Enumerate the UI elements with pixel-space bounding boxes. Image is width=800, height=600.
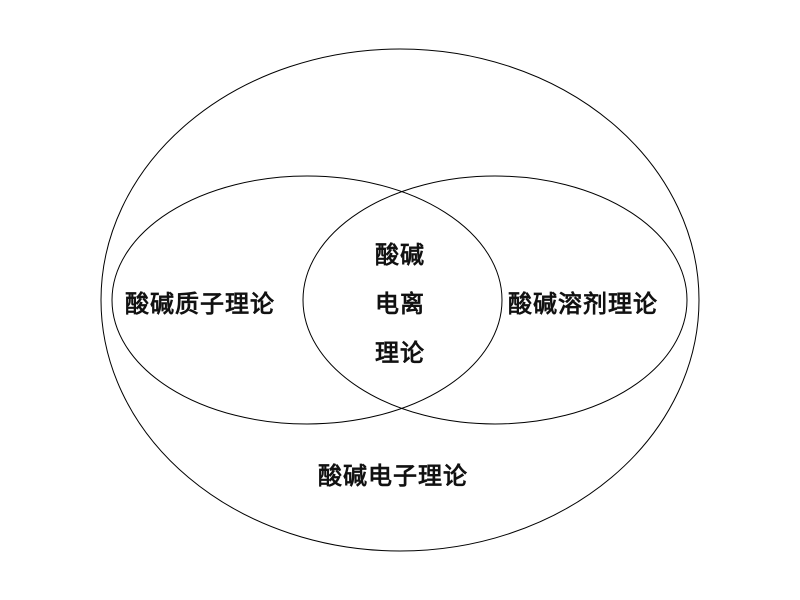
intersection-label-line-2: 电离: [375, 290, 425, 318]
intersection-label-line-3: 理论: [375, 339, 425, 367]
outer-region-label: 酸碱电子理论: [318, 462, 468, 490]
intersection-label-line-1: 酸碱: [375, 241, 425, 269]
right-ellipse-solvent-theory: [302, 175, 688, 425]
left-ellipse-proton-theory: [111, 175, 503, 425]
left-region-label: 酸碱质子理论: [125, 290, 275, 318]
outer-ellipse-electron-theory: [100, 48, 700, 552]
right-region-label: 酸碱溶剂理论: [508, 290, 658, 318]
